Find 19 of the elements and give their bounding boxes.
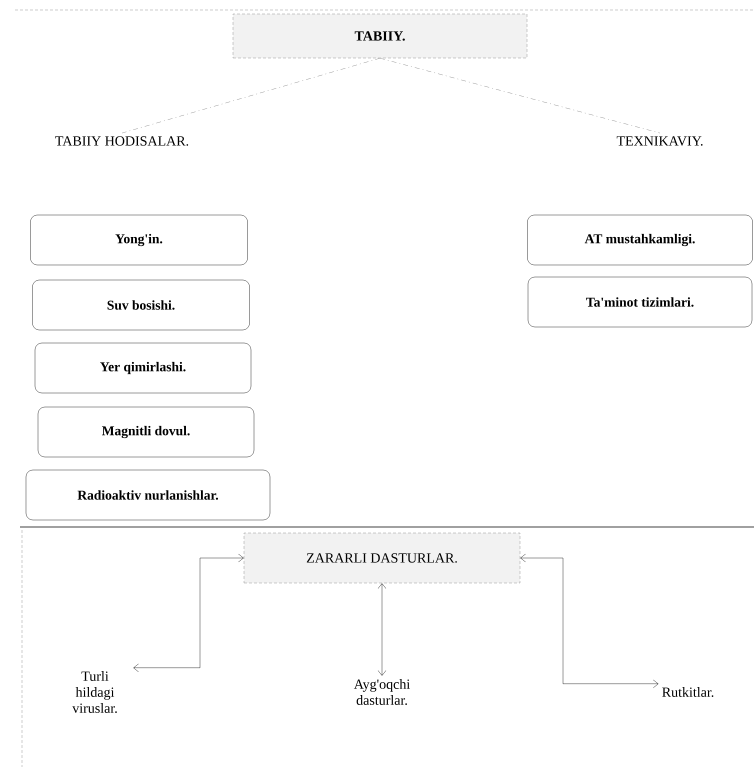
category-label: TEXNIKAVIY. — [616, 136, 703, 146]
category-label: Rutkitlar. — [662, 687, 714, 697]
header-box: TABIIY. — [232, 14, 528, 58]
arrow — [520, 554, 658, 688]
item-label: Ayg'oqchi dasturlar. — [354, 679, 410, 705]
arrow — [378, 583, 386, 676]
rounded-box: Yer qimirlashi. — [34, 342, 252, 394]
connector-line — [122, 58, 380, 134]
rounded-box: Suv bosishi. — [32, 280, 250, 330]
category-label: TABIIY HODISALAR. — [55, 136, 188, 146]
arrow — [133, 554, 244, 672]
rounded-box: Radioaktiv nurlanishlar. — [26, 470, 270, 520]
item-label: Turli hildagi viruslar. — [72, 671, 117, 713]
connector-line — [380, 58, 660, 134]
rounded-box: AT mustahkamligi. — [527, 214, 753, 266]
rounded-box: Magnitli dovul. — [38, 406, 254, 458]
rounded-box: Yong'in. — [30, 214, 248, 266]
rounded-box: Ta'minot tizimlari. — [528, 276, 752, 328]
header-box: ZARARLI DASTURLAR. — [244, 532, 520, 584]
